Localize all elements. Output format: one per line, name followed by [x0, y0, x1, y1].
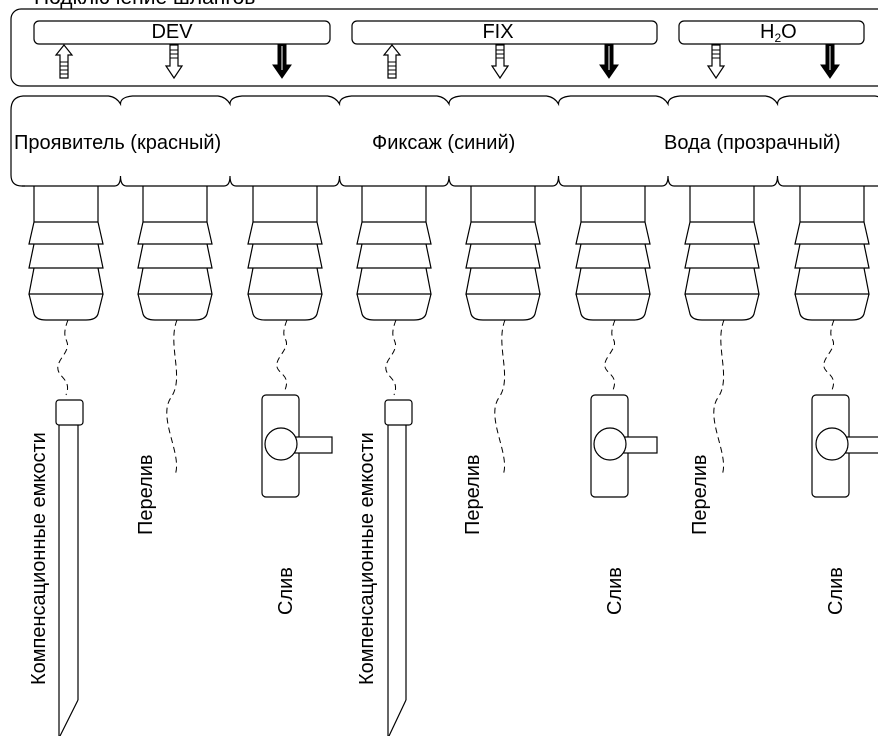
- compensation-tube-fix: [384, 399, 413, 737]
- hose-line: [604, 319, 616, 391]
- compensation-label-dev: Компенсационные емкости: [28, 432, 50, 685]
- compensation-label-fix: Компенсационные емкости: [356, 432, 378, 685]
- fix-title: FIX: [482, 21, 513, 43]
- flow-arrows: [54, 44, 840, 80]
- down-solid-arrow-icon: [820, 44, 840, 79]
- down-outline-arrow-icon: [164, 44, 184, 80]
- down-solid-arrow-icon: [272, 44, 292, 79]
- h2o-title-bar: [678, 20, 865, 45]
- drain-label-h2o: Слив: [825, 567, 847, 615]
- hose-fitting: [247, 186, 323, 321]
- drain-label-fix: Слив: [604, 567, 626, 615]
- fix-title-bar: [351, 20, 658, 45]
- h2o-title: H2O: [760, 21, 797, 45]
- hose-fitting: [356, 186, 432, 321]
- hose-line: [385, 319, 397, 396]
- hose-fitting: [575, 186, 651, 321]
- h2o-label: Вода (прозрачный): [664, 132, 841, 154]
- up-outline-arrow-icon: [382, 44, 402, 79]
- drain-valve-h2o: [811, 394, 878, 498]
- connector-block: [10, 95, 878, 187]
- hose-line: [166, 319, 178, 476]
- hose-line: [276, 319, 288, 391]
- hose-line: [494, 319, 506, 476]
- dev-title: DEV: [151, 21, 193, 43]
- dev-label: Проявитель (красный): [14, 132, 221, 154]
- connector-panel: [10, 8, 878, 87]
- hoses: [57, 319, 835, 476]
- hose-fitting: [465, 186, 541, 321]
- header-caption: Подключение шлангов: [34, 0, 255, 9]
- overflow-label-h2o: Перелив: [689, 454, 711, 535]
- dev-title-bar: [33, 20, 331, 45]
- overflow-label-fix: Перелив: [462, 454, 484, 535]
- hose-fitting: [28, 186, 104, 321]
- drain-valve-dev: [261, 394, 333, 498]
- overflow-label-dev: Перелив: [135, 454, 157, 535]
- down-outline-arrow-icon: [490, 44, 510, 80]
- hose-fitting: [137, 186, 213, 321]
- fix-label: Фиксаж (синий): [372, 132, 515, 154]
- down-outline-arrow-icon: [706, 44, 726, 80]
- hose-fitting: [794, 186, 870, 321]
- compensation-tube-dev: [55, 399, 84, 737]
- drain-valve-fix: [590, 394, 658, 498]
- up-outline-arrow-icon: [54, 44, 74, 79]
- drain-label-dev: Слив: [275, 567, 297, 615]
- hose-fittings: [28, 186, 870, 321]
- hose-fitting: [684, 186, 760, 321]
- hose-line: [713, 319, 725, 476]
- hose-line: [823, 319, 835, 391]
- hose-line: [57, 319, 69, 396]
- down-solid-arrow-icon: [599, 44, 619, 79]
